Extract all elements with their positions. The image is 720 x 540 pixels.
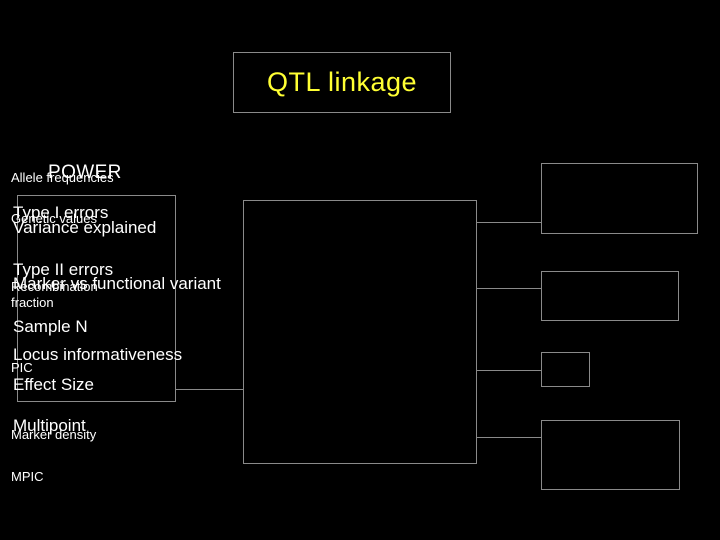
connector-middle-to-marker-density: [477, 437, 542, 438]
page-title: QTL linkage: [266, 67, 418, 97]
middle-item-variance-explained: Variance explained: [13, 218, 157, 237]
right-item-pic: PIC: [11, 360, 33, 375]
power-item-sample-n: Sample N: [13, 317, 88, 336]
recombination-fraction-box: [541, 271, 679, 321]
connector-power-to-middle: [176, 389, 244, 390]
connector-middle-to-allele-frequencies: [477, 222, 542, 223]
allele-frequencies-box: [541, 163, 698, 234]
middle-item-locus-informativeness: Locus informativeness: [13, 345, 183, 364]
right-item-genetic-values: Genetic values: [11, 211, 97, 226]
power-item-type-ii-errors: Type II errors: [13, 260, 114, 279]
slide-title-box: QTL linkage: [233, 52, 451, 113]
pic-box: [541, 352, 590, 387]
power-column-header: POWER: [48, 162, 122, 183]
middle-item-marker-vs-functional-variant: Marker vs functional variant: [13, 274, 221, 293]
right-item-allele-frequencies: Allele frequencies: [11, 170, 114, 185]
right-item-recombination-fraction: Recombination fraction: [11, 279, 98, 310]
connector-middle-to-recombination-fraction: [477, 288, 542, 289]
connector-middle-to-pic: [477, 370, 542, 371]
right-item-marker-density: Marker density: [11, 427, 97, 442]
power-item-type-i-errors: Type I errors: [13, 203, 109, 222]
power-item-effect-size: Effect Size: [13, 375, 94, 394]
marker-density-box: [541, 420, 680, 490]
right-item-mpic: MPIC: [11, 469, 44, 484]
middle-item-multipoint: Multipoint: [13, 416, 86, 435]
linkage-factors-box: [243, 200, 477, 464]
power-box: [17, 195, 176, 402]
